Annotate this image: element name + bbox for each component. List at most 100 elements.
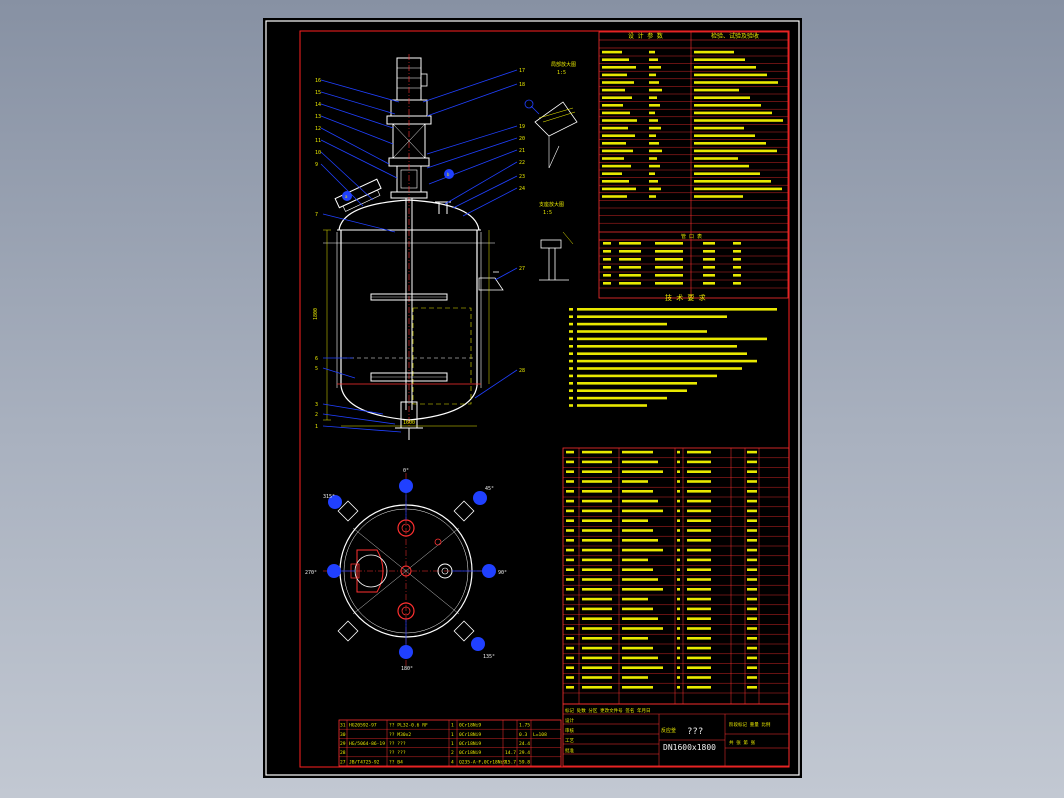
nozzle-mark-b [444, 169, 454, 179]
svg-text:28: 28 [519, 368, 525, 374]
shaft-center [400, 565, 412, 577]
svg-text:19: 19 [519, 124, 525, 130]
angle-bottom: 180° [401, 666, 413, 672]
drawing-sheet: 1600 1800 [263, 18, 802, 778]
detail-views: 局部放大图 1:5 支座放大图 1:5 [524, 61, 578, 281]
ref-cell-mat: Q235-A·F,0Cr18Ni9 [459, 759, 506, 765]
svg-text:21: 21 [519, 148, 525, 154]
svg-text:1:5: 1:5 [557, 70, 566, 76]
ref-cell-qty: 1 [451, 732, 454, 738]
svg-text:2: 2 [315, 412, 318, 418]
svg-text:6: 6 [315, 356, 318, 362]
ref-cell-w2: 29.4 [519, 750, 530, 756]
ref-cell-w2: 0.3 [519, 732, 528, 738]
lug-sw [337, 620, 359, 642]
svg-text:a: a [345, 194, 348, 199]
cad-drawing: 1600 1800 [265, 20, 800, 776]
ref-cell-qty: 2 [451, 750, 454, 756]
ref-cell-w2: 59.8 [519, 759, 530, 765]
ref-cell-name: ?? B4 [389, 759, 403, 765]
svg-text:5: 5 [315, 366, 318, 372]
ref-cell-qty: 1 [451, 723, 454, 729]
parts-list [562, 447, 790, 705]
ref-cell-w2: 24.4 [519, 741, 530, 747]
ref-cell-name: ?? PL32-0.6 RF [389, 723, 428, 729]
ref-cell-qty: 1 [451, 741, 454, 747]
svg-text:共 张 第 张: 共 张 第 张 [729, 739, 756, 746]
ref-cell-mat: 0Cr18Ni9 [459, 732, 481, 738]
svg-text:3: 3 [315, 402, 318, 408]
manhole-plan [356, 549, 384, 593]
technical-requirements: 技 术 要 求 [569, 293, 777, 407]
ref-cell-name: ?? ??? [389, 750, 406, 756]
svg-text:17: 17 [519, 68, 525, 74]
svg-text:13: 13 [315, 114, 321, 120]
angle-right: 90° [498, 570, 507, 576]
ref-cell-qty: 4 [451, 759, 454, 765]
design-data-header: 设 计 参 数 [628, 32, 663, 40]
ref-cell-no: 30 [340, 732, 346, 738]
ref-cell-w2: 1.75 [519, 723, 530, 729]
plan-view: 0° 45° 270° 315° 90° 135° 180° [305, 468, 507, 672]
svg-text:10: 10 [315, 150, 321, 156]
elevation-view: 1600 1800 [313, 54, 525, 440]
ref-cell-name: ?? ??? [389, 741, 406, 747]
angle-left-upper: 315° [323, 494, 335, 500]
bottom-head [340, 385, 478, 421]
svg-text:检验、试验及验收: 检验、试验及验收 [711, 32, 759, 40]
lug-ne [453, 500, 475, 522]
svg-text:23: 23 [519, 174, 525, 180]
svg-text:反应釜: 反应釜 [661, 727, 676, 734]
angle-top-right: 45° [485, 486, 494, 492]
angle-left: 270° [305, 570, 317, 576]
ref-cell-no: 28 [340, 750, 346, 756]
svg-text:审核: 审核 [565, 727, 574, 734]
svg-text:9: 9 [315, 162, 318, 168]
svg-text:1:5: 1:5 [543, 210, 552, 216]
angle-top: 0° [403, 468, 409, 474]
ref-cell-no: 27 [340, 759, 346, 765]
svg-text:16: 16 [315, 78, 321, 84]
ref-cell-no: 29 [340, 741, 346, 747]
svg-text:批准: 批准 [565, 747, 574, 754]
svg-text:12: 12 [315, 126, 321, 132]
ref-cell-name: ?? M30x2 [389, 732, 411, 738]
svg-text:局部放大图: 局部放大图 [551, 61, 576, 68]
svg-text:工艺: 工艺 [565, 738, 574, 744]
svg-text:20: 20 [519, 136, 525, 142]
svg-text:27: 27 [519, 266, 525, 272]
lug-se [453, 620, 475, 642]
top-head [338, 199, 480, 231]
design-data-table: 设 计 参 数 检验、试验及验收 管 口 表 [598, 31, 789, 299]
ref-cell-mat: 0Cr18Ni9 [459, 723, 481, 729]
svg-text:7: 7 [315, 212, 318, 218]
sheet-border [265, 20, 800, 776]
title-block: 标记 处数 分区 更改文件号 签名 年月日 设计 审核 工艺 批准 反应釜 ??… [562, 703, 790, 767]
svg-text:18: 18 [519, 82, 525, 88]
svg-text:15: 15 [315, 90, 321, 96]
svg-text:支座放大图: 支座放大图 [539, 201, 564, 208]
svg-text:11: 11 [315, 138, 321, 144]
title-symbol: ??? [687, 727, 703, 737]
leader-lines [320, 69, 518, 433]
lug-nw [337, 500, 359, 522]
title-spec: DN1600x1800 [663, 743, 716, 752]
svg-text:设计: 设计 [565, 717, 574, 724]
svg-text:1600: 1600 [403, 420, 415, 426]
svg-text:1: 1 [315, 424, 318, 430]
svg-text:管 口 表: 管 口 表 [681, 233, 702, 240]
svg-text:1800: 1800 [313, 308, 319, 320]
ref-cell-no: 31 [340, 723, 346, 729]
svg-text:24: 24 [519, 186, 525, 192]
svg-text:b: b [447, 172, 450, 177]
drawing-frame [299, 30, 790, 768]
svg-text:22: 22 [519, 160, 525, 166]
ref-cell-note: L=108 [533, 732, 547, 738]
ref-cell-std: HG20592-97 [349, 723, 377, 729]
manhole [334, 178, 382, 209]
svg-text:14: 14 [315, 102, 321, 108]
ref-cell-mat: 0Cr18Ni9 [459, 741, 481, 747]
ref-cell-w1: 15.7 [505, 759, 516, 765]
ref-cell-mat: 0Cr18Ni9 [459, 750, 481, 756]
nozzle-mark-a [342, 191, 352, 201]
